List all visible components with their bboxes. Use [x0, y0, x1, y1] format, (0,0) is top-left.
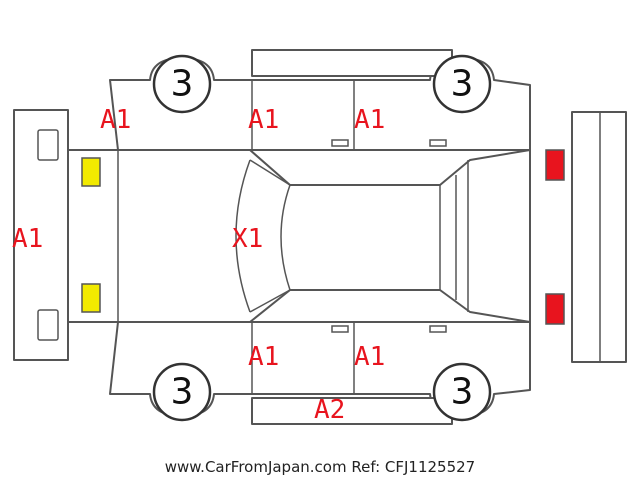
damage-label-rear-door-left: A1 [354, 105, 385, 135]
top-view-body [67, 149, 531, 323]
front-lamp-bottom [81, 283, 101, 313]
rear-lamp-bottom [545, 293, 565, 325]
front-lamp-top [81, 157, 101, 187]
wheel-rear-left-label: 3 [451, 64, 474, 105]
damage-label-rear-door-right: A1 [354, 342, 385, 372]
wheel-rear-right: 3 [432, 362, 492, 422]
rear-bumper [571, 111, 627, 363]
wheel-rear-right-label: 3 [451, 372, 474, 413]
damage-label-hood: X1 [232, 224, 263, 254]
bottom-side-profile [109, 321, 531, 425]
wheel-front-left: 3 [152, 54, 212, 114]
damage-label-front-bumper: A1 [12, 224, 43, 254]
front-bumper [13, 109, 69, 361]
wheel-rear-left: 3 [432, 54, 492, 114]
footer-reference: www.CarFromJapan.com Ref: CFJ1125527 [165, 458, 475, 476]
wheel-front-left-label: 3 [171, 64, 194, 105]
damage-label-front-door-right: A1 [248, 342, 279, 372]
damage-label-right-sill: A2 [314, 395, 345, 425]
wheel-front-right-label: 3 [171, 372, 194, 413]
rear-lamp-top [545, 149, 565, 181]
damage-label-front-door-left: A1 [248, 105, 279, 135]
damage-label-front-fender-left: A1 [100, 105, 131, 135]
wheel-front-right: 3 [152, 362, 212, 422]
